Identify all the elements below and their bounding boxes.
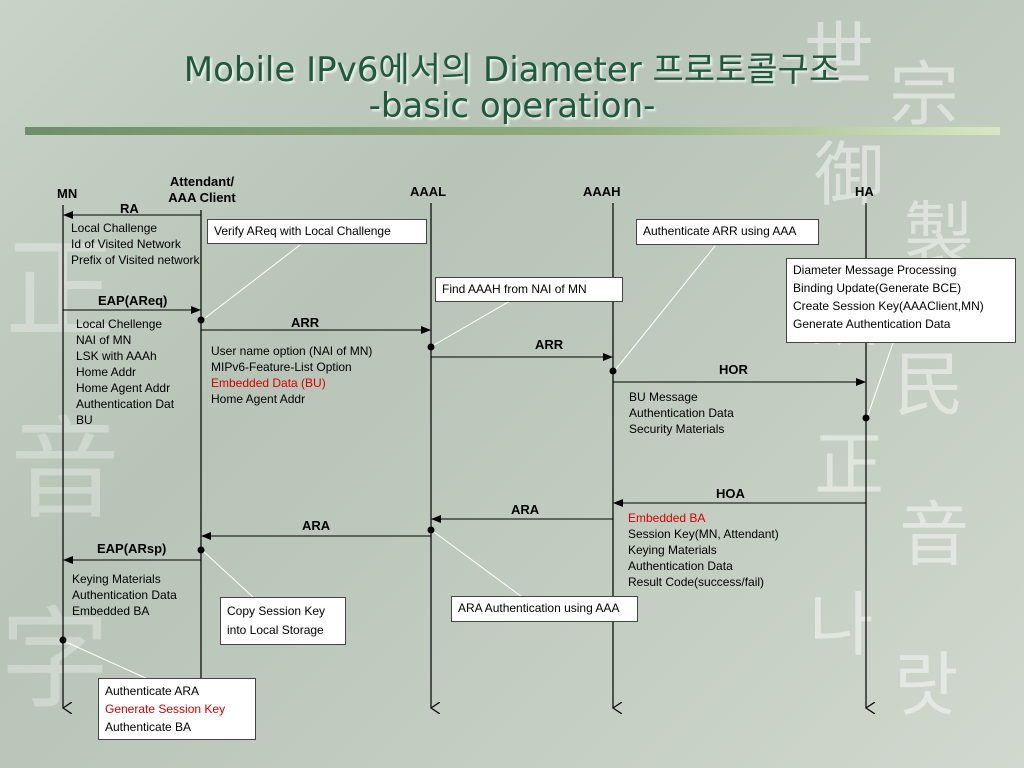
- callout-auth-ara: [65, 641, 151, 681]
- hoa-parameters: Embedded BA Session Key(MN, Attendant) K…: [628, 510, 779, 590]
- entity-aaal: AAAL: [410, 184, 447, 199]
- auth-ara-step: Authenticate BA: [105, 720, 192, 734]
- arsp-param: Embedded BA: [72, 604, 150, 618]
- authenticate-arr-box: Authenticate ARR using AAA: [636, 219, 819, 245]
- eap-param: BU: [76, 413, 93, 427]
- eap-param: Local Chellenge: [76, 317, 163, 331]
- dot-ha-process: [862, 414, 870, 422]
- eap-param: Home Agent Addr: [76, 381, 171, 395]
- callout-find: [433, 300, 511, 346]
- dot-aaah-auth: [609, 367, 617, 375]
- hoa-param: Keying Materials: [628, 543, 717, 557]
- ara-authentication-box: ARA Authentication using AAA: [451, 596, 638, 622]
- ra-param: Local Challenge: [71, 221, 158, 235]
- ra-param: Id of Visited Network: [71, 237, 181, 251]
- hoa-param-highlight: Embedded BA: [628, 511, 706, 525]
- dot-aaal-find: [427, 343, 435, 351]
- ra-parameters: Local Challenge Id of Visited Network Pr…: [71, 220, 200, 268]
- hoa-param: Authentication Data: [628, 559, 733, 573]
- entity-ha: HA: [855, 184, 874, 199]
- background-calligraphy-left: 正 音 字: [0, 226, 120, 724]
- message-ara-1: ARA: [511, 502, 540, 517]
- diameter-step: Create Session Key(AAAClient,MN): [793, 299, 984, 313]
- entity-aaah: AAAH: [583, 184, 621, 199]
- entity-attendant-line1: Attendant/: [169, 174, 235, 189]
- ra-param: Prefix of Visited network: [71, 253, 200, 267]
- title-underline: [25, 127, 1000, 135]
- diameter-step: Diameter Message Processing: [793, 263, 957, 277]
- dot-mn-auth: [59, 636, 67, 644]
- copy-key-line: into Local Storage: [227, 623, 324, 637]
- arr-param: Home Agent Addr: [211, 392, 306, 406]
- hoa-param: Result Code(success/fail): [628, 575, 765, 589]
- arsp-param: Keying Materials: [72, 572, 161, 586]
- arsp-param: Authentication Data: [72, 588, 177, 602]
- message-eap-areq: EAP(AReq): [98, 293, 168, 308]
- message-hor: HOR: [719, 362, 748, 377]
- message-arr-2: ARR: [535, 337, 564, 352]
- callout-ara-auth: [433, 531, 523, 598]
- message-ra: RA: [120, 201, 139, 216]
- eap-arsp-parameters: Keying Materials Authentication Data Emb…: [72, 571, 177, 619]
- diameter-step: Generate Authentication Data: [793, 317, 951, 331]
- arr-param: MIPv6-Feature-List Option: [211, 360, 352, 374]
- hor-parameters: BU Message Authentication Data Security …: [629, 389, 734, 437]
- dot-attendant-copy: [197, 546, 205, 554]
- entity-attendant: Attendant/ AAA Client: [162, 174, 242, 206]
- arr-parameters: User name option (NAI of MN) MIPv6-Featu…: [211, 343, 372, 407]
- auth-ara-step: Authenticate ARA: [105, 684, 200, 698]
- message-ara-2: ARA: [302, 518, 331, 533]
- callout-verify: [204, 244, 301, 319]
- callout-auth-arr: [615, 245, 716, 370]
- hor-param: BU Message: [629, 390, 698, 404]
- hor-param: Security Materials: [629, 422, 725, 436]
- diameter-processing-box: Diameter Message Processing Binding Upda…: [786, 258, 1016, 343]
- callout-diameter: [867, 342, 894, 416]
- hor-param: Authentication Data: [629, 406, 734, 420]
- entity-attendant-line2: AAA Client: [168, 190, 236, 205]
- entity-mn: MN: [57, 186, 78, 201]
- auth-ara-step-highlight: Generate Session Key: [105, 702, 226, 716]
- authenticate-ara-box: Authenticate ARA Generate Session Key Au…: [98, 678, 256, 740]
- dot-aaal-ara: [427, 526, 435, 534]
- eap-param: Home Addr: [76, 365, 137, 379]
- verify-areq-box: Verify AReq with Local Challenge: [207, 219, 427, 244]
- eap-param: Authentication Dat: [76, 397, 175, 411]
- page-subtitle: -basic operation-: [368, 86, 656, 126]
- message-hoa: HOA: [716, 486, 745, 501]
- diameter-step: Binding Update(Generate BCE): [793, 281, 962, 295]
- copy-session-key-box: Copy Session Key into Local Storage: [220, 597, 346, 645]
- copy-key-line: Copy Session Key: [227, 604, 326, 618]
- callout-copy: [203, 551, 254, 598]
- dot-attendant-verify: [197, 316, 205, 324]
- eap-param: NAI of MN: [76, 333, 132, 347]
- arr-param: User name option (NAI of MN): [211, 344, 373, 358]
- eap-param: LSK with AAAh: [76, 349, 157, 363]
- message-eap-arsp: EAP(ARsp): [97, 541, 167, 556]
- eap-areq-parameters: Local Chellenge NAI of MN LSK with AAAh …: [76, 316, 174, 428]
- find-aaah-box: Find AAAH from NAI of MN: [435, 277, 623, 302]
- message-arr-1: ARR: [291, 315, 320, 330]
- hoa-param: Session Key(MN, Attendant): [628, 527, 779, 541]
- arr-param-highlight: Embedded Data (BU): [211, 376, 326, 390]
- page-title: Mobile IPv6에서의 Diameter 프로토콜구조: [183, 50, 841, 90]
